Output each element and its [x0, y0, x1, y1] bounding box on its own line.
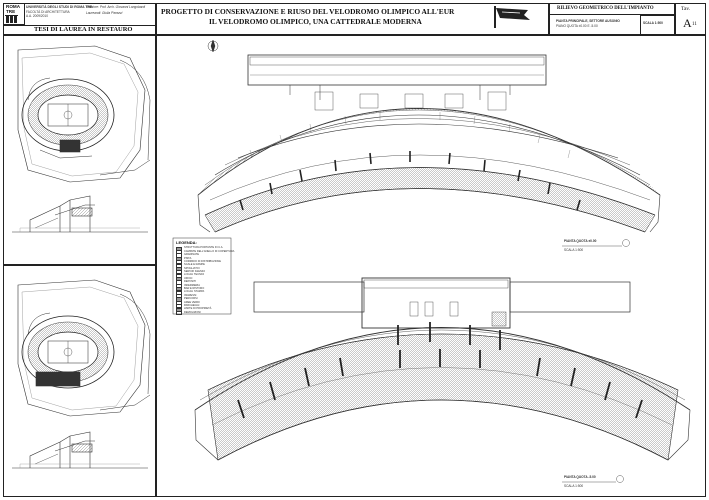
roma-tre-logo-icon [5, 15, 18, 23]
legend-title: LEGENDA: [176, 240, 197, 245]
legend-item-label: SERVIZI IGIENICI [184, 270, 206, 274]
legend-item-label: CAMPATE DELL'ANELLO DI COPERTURA [184, 249, 235, 253]
lower-plan-label: PIANTA QUOTA -5.00 [564, 475, 596, 479]
legend-item-label: BAR E RISTORO [184, 287, 205, 291]
project-title-line-1: PROGETTO DI CONSERVAZIONE E RIUSO DEL VE… [161, 7, 455, 16]
legend-item-label: PISTA [184, 256, 192, 260]
legend-item-label: DEMOLIZIONI [184, 310, 201, 314]
flag-emblem-icon [494, 6, 530, 28]
project-title-line-2: IL VELODROMO OLIMPICO, UNA CATTEDRALE MO… [209, 17, 422, 26]
site-plan-panel-bottom [3, 265, 156, 497]
legend-item-label: INGRESSI [184, 293, 197, 297]
project-title-box [156, 3, 549, 35]
logo-word-1: ROMA [6, 4, 21, 9]
legend-item-label: GRADINATE [184, 253, 199, 257]
logo-box [3, 3, 25, 25]
lower-plan-scale: SCALA 1:500 [564, 484, 584, 488]
upper-plan-drawing [197, 54, 661, 233]
board-subtitle-2: PIANO QUOTA ±0.00 E -5.00 [556, 24, 598, 28]
relatore-text: Relatore: Prof. Arch. Giovanni Longobard… [86, 5, 146, 9]
legend-item-label: INFERMERIA [184, 283, 200, 287]
university-line-2: FACOLTÀ DI ARCHITETTURA [26, 10, 70, 14]
legend-item-label: UFFICI [184, 276, 193, 280]
tav-label: Tav. [681, 6, 691, 12]
tav-number: 11 [692, 22, 697, 27]
legend-item-label: SPOGLIATOI [184, 266, 200, 270]
lower-plan-label-marker [562, 475, 624, 483]
section-bottom-drawing [12, 431, 148, 469]
upper-plan-scale: SCALA 1:500 [564, 248, 584, 252]
thesis-header-box [3, 25, 156, 35]
logo-word-2: TRE [6, 9, 16, 14]
university-line-1: UNIVERSITÀ DEGLI STUDI DI ROMA TRE [26, 5, 93, 9]
legend-swatch [176, 310, 182, 316]
legend-item-label: PARCHEGGI [184, 303, 200, 307]
site-plan-panel-top [3, 35, 156, 265]
upper-plan-label: PIANTA QUOTA ±0.00 [564, 239, 597, 243]
legend-item-label: STRUTTURA PORTANTE IN C.A. [184, 246, 224, 250]
main-drawing-panel [156, 35, 706, 497]
legend-item-label: LOCALI STAMPA [184, 290, 205, 294]
board-heading: RILIEVO GEOMETRICO DELL'IMPIANTO [557, 6, 654, 11]
legend-item: DEMOLIZIONI [176, 310, 230, 316]
legend-item-label: PERCORSI [184, 297, 198, 301]
legend-item-label: SCALE E RAMPE [184, 263, 205, 267]
board-heading-box [549, 3, 675, 15]
north-arrow-icon [207, 39, 219, 53]
tav-box [675, 3, 706, 35]
scale-box [640, 15, 675, 35]
legend-item-label: LIMITE DI PROPRIETÀ [184, 307, 212, 311]
legend-item-label: AREE VERDI [184, 300, 200, 304]
legend-item-label: LOCALI TECNICI [184, 273, 205, 277]
university-line-3: A.A. 2009/2010 [26, 14, 48, 18]
site-plan-bottom-drawing [17, 279, 151, 417]
legend-item-label: DEPOSITI [184, 280, 197, 284]
legend-box [172, 237, 232, 315]
board-scale: SCALA 1:500 [643, 21, 663, 25]
tav-code: A [683, 16, 692, 30]
board-subtitle-1: PIANTA PRINCIPALE, SETTORE AUSONIO [556, 19, 620, 23]
laureandi-text: Laureandi: Giulia Pierazzi [86, 11, 123, 15]
legend-item-label: CORRIDOI DI DISTRIBUZIONE [184, 259, 222, 263]
section-top-drawing [12, 195, 148, 233]
thesis-header: TESI DI LAUREA IN RESTAURO [34, 26, 133, 33]
upper-plan-label-marker [562, 239, 630, 247]
lower-plan-drawing [194, 277, 691, 461]
site-plan-top-drawing [17, 45, 151, 183]
legend-list: STRUTTURA PORTANTE IN C.A.CAMPATE DELL'A… [176, 246, 234, 316]
